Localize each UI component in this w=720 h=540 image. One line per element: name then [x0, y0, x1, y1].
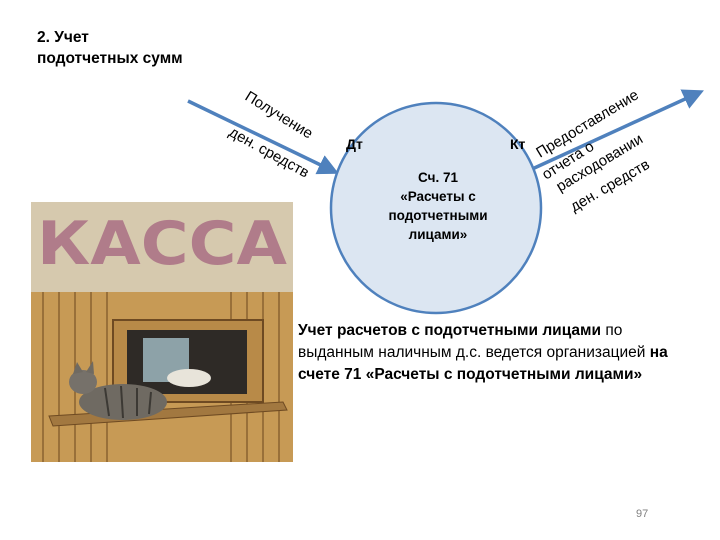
- account-title-line4: лицами»: [358, 225, 518, 244]
- cashier-window-photo: КАССА: [31, 202, 293, 462]
- body-paragraph: Учет расчетов с подотчетными лицами по в…: [298, 320, 678, 386]
- page-number: 97: [636, 508, 648, 520]
- account-title-line1: Сч. 71: [358, 168, 518, 187]
- kassa-sign: КАССА: [37, 209, 288, 279]
- account-title-line2: «Расчеты с: [358, 187, 518, 206]
- debit-label: Дт: [346, 136, 363, 152]
- account-title: Сч. 71 «Расчеты с подотчетными лицами»: [358, 168, 518, 244]
- credit-label: Кт: [510, 136, 525, 152]
- body-bold-part1: Учет расчетов с подотчетными лицами: [298, 322, 601, 339]
- account-title-line3: подотчетными: [358, 206, 518, 225]
